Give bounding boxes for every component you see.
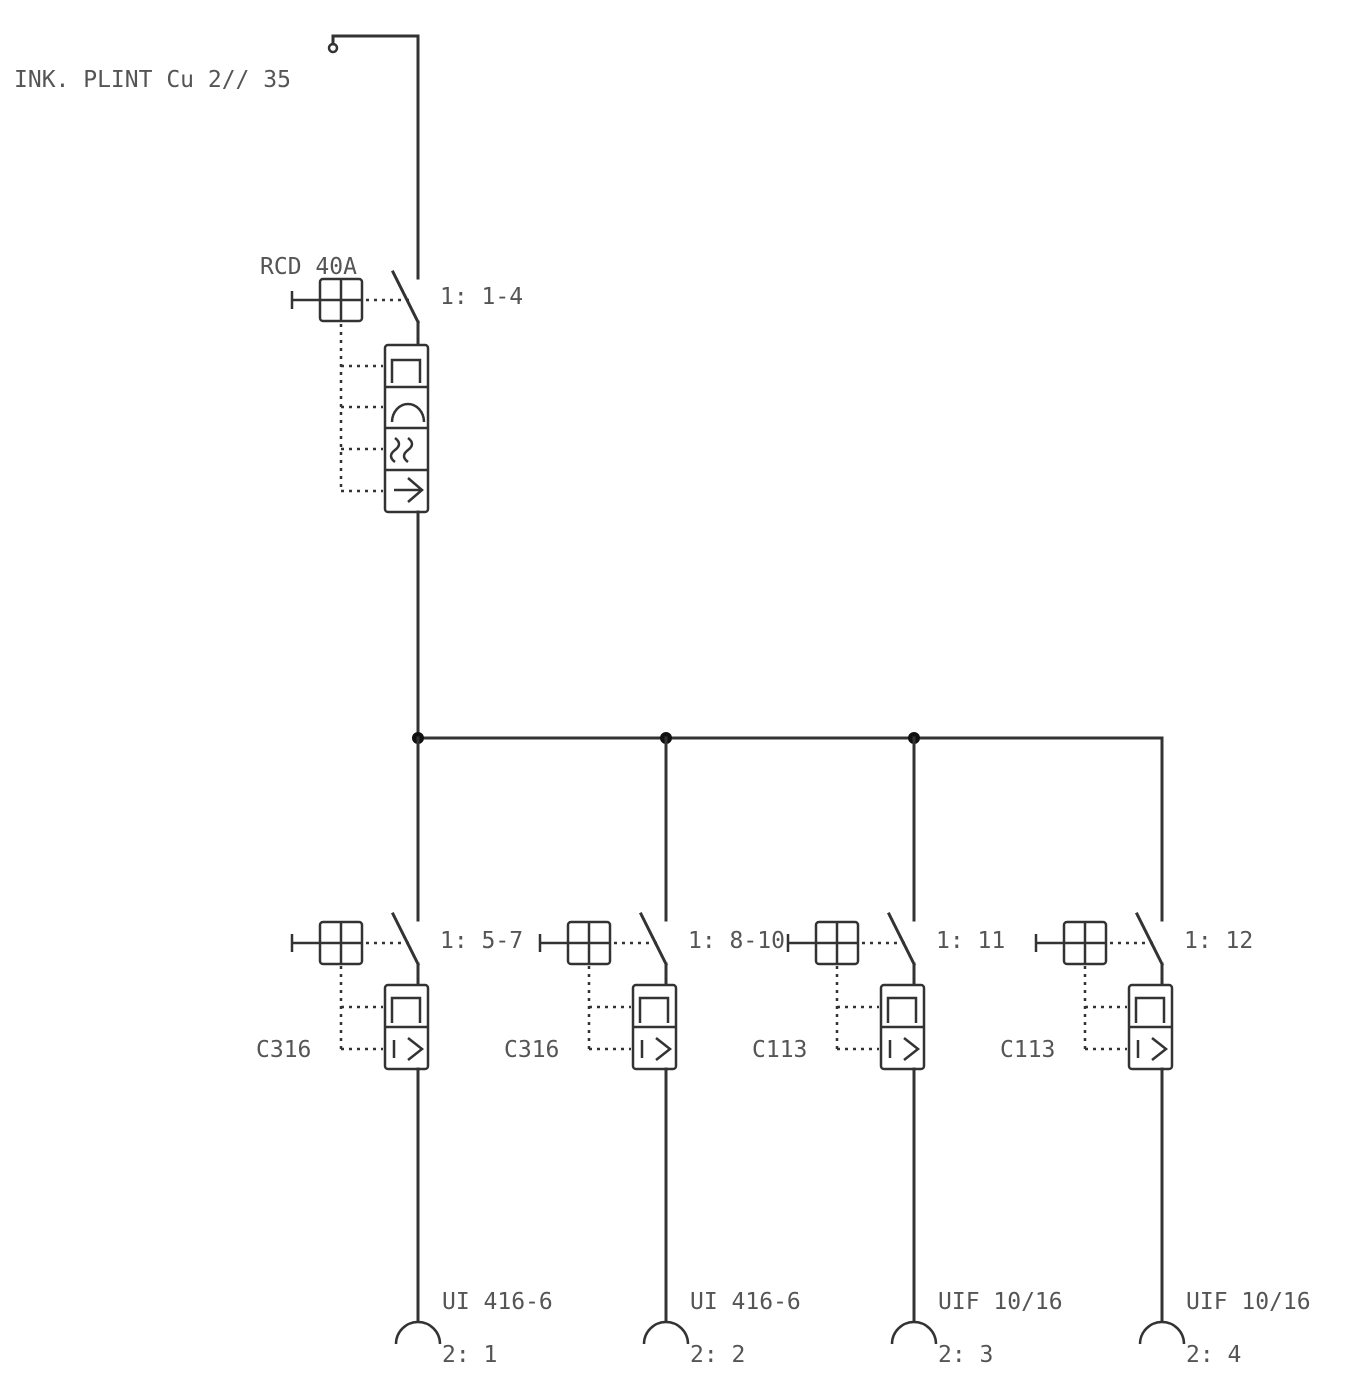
thermal-release-icon xyxy=(390,996,422,1023)
breaker-label: C113 xyxy=(1000,1037,1055,1063)
cable-label: UIF 10/16 xyxy=(938,1289,1063,1315)
residual-current-icon xyxy=(389,437,414,463)
circuit-4: 1: 12 C113 UIF 10/16 2: 4 xyxy=(1000,911,1311,1368)
socket-outlet-icon xyxy=(394,1320,442,1345)
rcd-ref: 1: 1-4 xyxy=(440,284,523,310)
breaker-ref: 1: 12 xyxy=(1184,928,1253,954)
cable-label: UI 416-6 xyxy=(690,1289,801,1315)
breaker-ref: 1: 11 xyxy=(936,928,1005,954)
magnetic-release-icon xyxy=(390,402,426,423)
breaker-label: C113 xyxy=(752,1037,807,1063)
trip-indicator-icon xyxy=(392,1037,425,1061)
thermal-release-icon xyxy=(638,996,670,1023)
cable-label: UI 416-6 xyxy=(442,1289,553,1315)
trip-indicator-icon xyxy=(1136,1037,1169,1061)
trip-indicator-icon xyxy=(888,1037,921,1061)
incoming-label: INK. PLINT Cu 2// 35 xyxy=(14,67,291,93)
rcd-switch-contact-icon xyxy=(390,269,421,325)
thermal-release-icon xyxy=(886,996,918,1023)
rcd-unit: RCD 40A 1: 1-4 xyxy=(260,254,523,740)
breaker-switch-contact-icon xyxy=(1134,911,1165,967)
breaker-ref: 1: 8-10 xyxy=(688,928,785,954)
incoming-supply: INK. PLINT Cu 2// 35 xyxy=(14,34,420,280)
circuit-3: 1: 11 C113 UIF 10/16 2: 3 xyxy=(752,736,1063,1368)
circuit-2: 1: 8-10 C316 UI 416-6 2: 2 xyxy=(504,736,801,1368)
socket-outlet-icon xyxy=(642,1320,690,1345)
breaker-label: C316 xyxy=(504,1037,559,1063)
thermal-release-icon xyxy=(390,358,422,383)
outlet-label: 2: 1 xyxy=(442,1342,497,1368)
thermal-release-icon xyxy=(1134,996,1166,1023)
cable-label: UIF 10/16 xyxy=(1186,1289,1311,1315)
breaker-switch-contact-icon xyxy=(638,911,669,967)
rcd-label: RCD 40A xyxy=(260,254,357,280)
trip-indicator-icon xyxy=(640,1037,673,1061)
breaker-switch-contact-icon xyxy=(886,911,917,967)
busbar-line xyxy=(416,736,1164,922)
busbar xyxy=(412,732,1164,922)
socket-outlet-icon xyxy=(890,1320,938,1345)
socket-outlet-icon xyxy=(1138,1320,1186,1345)
outlet-label: 2: 3 xyxy=(938,1342,993,1368)
breaker-label: C316 xyxy=(256,1037,311,1063)
outlet-label: 2: 2 xyxy=(690,1342,745,1368)
trip-indicator-icon xyxy=(394,477,424,503)
circuit-1: 1: 5-7 C316 UI 416-6 2: 1 xyxy=(256,736,553,1368)
breaker-ref: 1: 5-7 xyxy=(440,928,523,954)
breaker-switch-contact-icon xyxy=(390,911,421,967)
incoming-feed-line xyxy=(331,34,420,280)
outlet-label: 2: 4 xyxy=(1186,1342,1241,1368)
